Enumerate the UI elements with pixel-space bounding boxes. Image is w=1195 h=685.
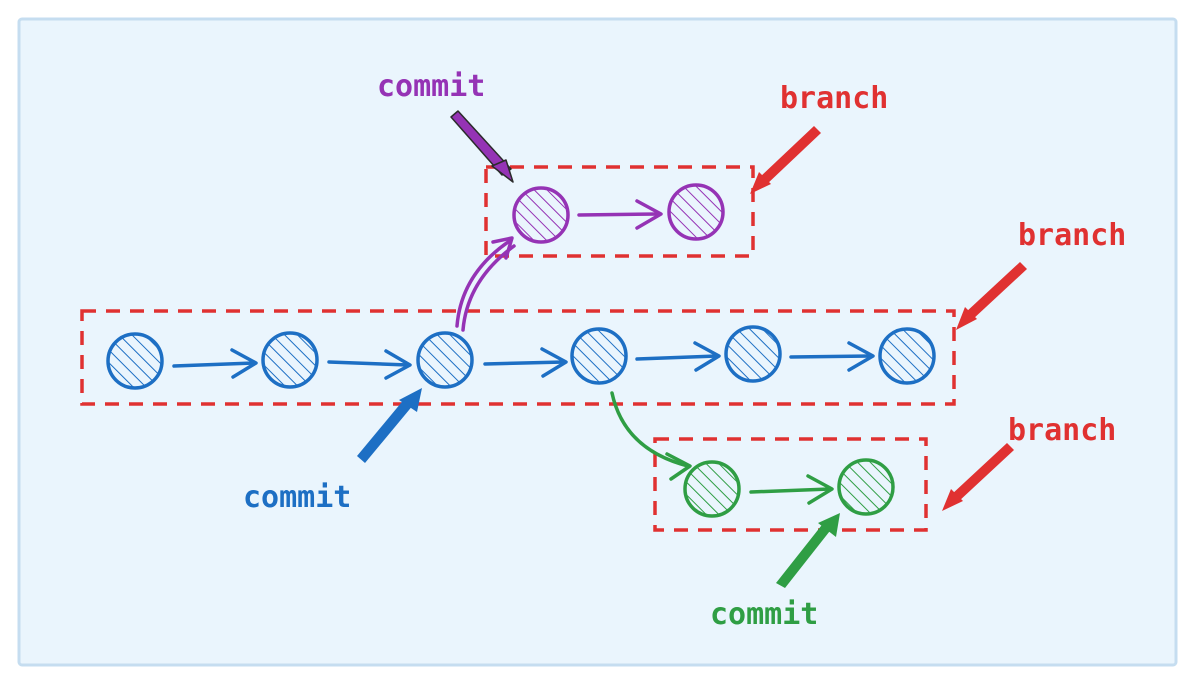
branch-box-top <box>484 165 755 258</box>
commit-label-blue: commit <box>243 480 351 515</box>
main-link-arrow <box>483 347 568 378</box>
branch-pointer-arrow-top <box>750 126 821 194</box>
commit-pointer-arrow-purple <box>450 110 514 183</box>
commit-pointer-arrow-blue <box>357 388 422 463</box>
branch-label-middle: branch <box>1018 218 1126 253</box>
main-link-arrow <box>327 349 412 380</box>
bottom-branch <box>610 391 895 518</box>
bottom-link-arrow <box>749 474 834 505</box>
bottom-commit-node <box>837 458 895 516</box>
branch-box-main <box>80 309 956 406</box>
commit-label-purple: commit <box>377 69 485 104</box>
branch-box-bottom <box>653 437 928 532</box>
main-commit-node <box>724 325 782 383</box>
branch-off-arrow-bottom <box>610 391 692 481</box>
main-link-arrow <box>789 341 875 372</box>
top-commit-node <box>667 183 725 241</box>
main-link-arrow <box>635 341 721 372</box>
commit-pointer-arrow-green <box>776 513 840 588</box>
main-commit-node <box>570 327 628 385</box>
branch-off-arrow-top <box>455 236 516 332</box>
main-commit-node <box>261 331 319 389</box>
top-link-arrow <box>577 199 663 230</box>
main-link-arrow <box>172 348 258 379</box>
branch-pointer-arrow-middle <box>956 262 1027 330</box>
branch-label-bottom: branch <box>1008 413 1116 448</box>
main-commit-node <box>106 332 164 390</box>
top-commit-node <box>512 186 570 244</box>
main-branch <box>106 325 936 390</box>
bottom-commit-node <box>683 460 741 518</box>
main-commit-node <box>878 327 936 385</box>
branch-label-top: branch <box>780 81 888 116</box>
top-branch <box>455 183 725 332</box>
commit-label-green: commit <box>710 597 818 632</box>
main-commit-node <box>416 331 474 389</box>
branch-pointer-arrow-bottom <box>942 443 1014 511</box>
